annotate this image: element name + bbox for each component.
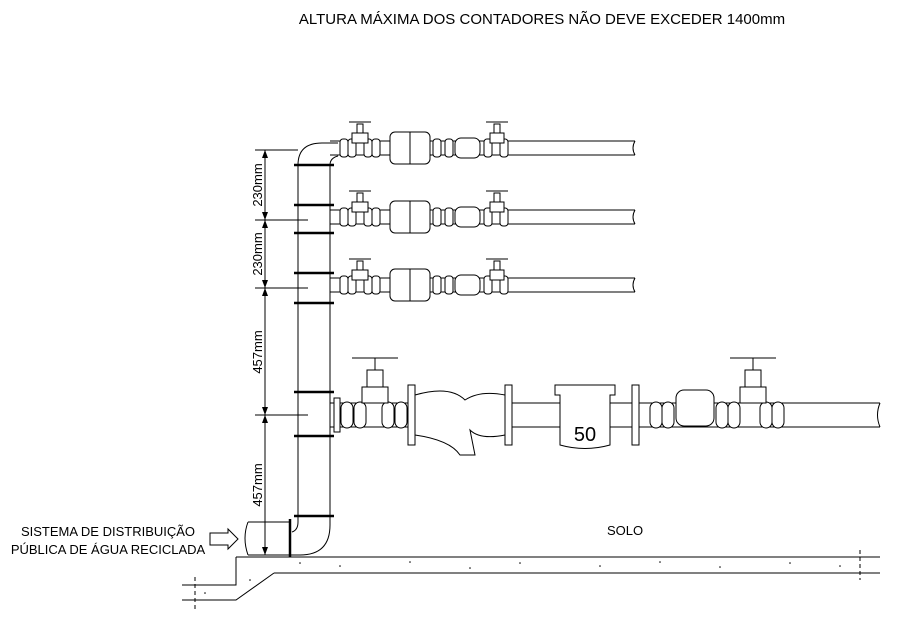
diagram-title: ALTURA MÁXIMA DOS CONTADORES NÃO DEVE EX…: [299, 11, 785, 28]
dimension-label-3: 457mm: [250, 330, 265, 373]
inlet-label-line1: SISTEMA DE DISTRIBUIÇÃO: [21, 524, 195, 539]
main-meter-branch: [330, 357, 881, 456]
meter-branch-1: [329, 121, 636, 165]
flow-arrow-icon: [209, 527, 239, 551]
dimension-label-4: 457mm: [250, 463, 265, 506]
main-meter-label: 50: [574, 424, 596, 446]
ground-label: SOLO: [607, 523, 643, 538]
meter-branch-2: [329, 190, 636, 234]
ground-slab: [182, 550, 880, 612]
dimension-line: [255, 149, 308, 555]
dimension-label-1: 230mm: [250, 163, 265, 206]
inlet-label-line2: PÚBLICA DE ÁGUA RECICLADA: [11, 542, 206, 557]
meter-branch-3: [329, 258, 636, 302]
dimension-label-2: 230mm: [250, 232, 265, 275]
inlet-pipe: [209, 521, 290, 556]
vertical-riser-pipe: [288, 142, 339, 557]
